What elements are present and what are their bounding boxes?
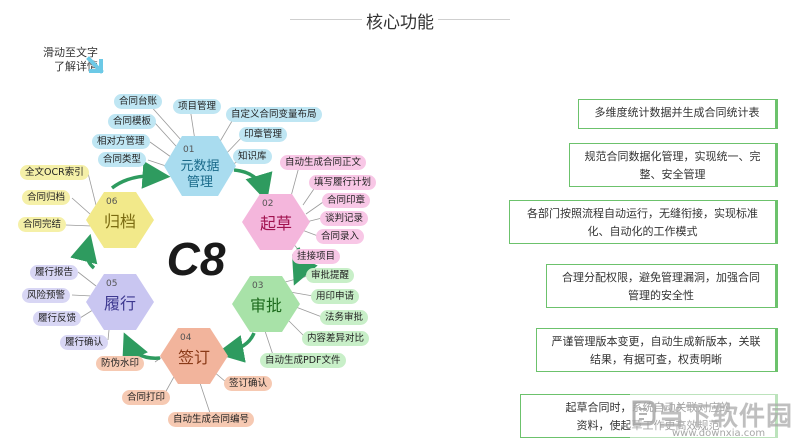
desc-box-1-line-1: 多维度统计数据并生成合同统计表 [594,106,760,119]
svg-text:02: 02 [262,199,273,209]
pill-metadata-custom-variable-layout[interactable]: 自定义合同变量布局 [226,107,322,122]
desc-box-1: 多维度统计数据并生成合同统计表 [578,99,778,129]
pill-approve-diff-compare[interactable]: 内容差异对比 [302,331,370,346]
watermark-logo-icon [632,400,656,426]
pill-sign-auto-number[interactable]: 自动生成合同编号 [168,412,255,427]
pill-archive-contract-complete[interactable]: 合同完结 [18,217,67,232]
desc-box-5: 严谨管理版本变更，自动生成新版本，关联 结果，有据可查，权责明晰 [536,328,778,372]
scroll-hint: 滑动至文字 了解详情 [8,46,98,74]
arrow-down-right-icon [86,56,104,74]
pill-perform-risk-alert[interactable]: 风险预警 [22,288,71,303]
pill-sign-print[interactable]: 合同打印 [122,390,171,405]
hex-draft[interactable]: 02 起草 [242,194,310,250]
pill-draft-link-project[interactable]: 挂接项目 [292,249,341,264]
desc-box-3: 各部门按照流程自动运行，无缝衔接，实现标准 化、自动化的工作模式 [509,200,778,244]
hex-archive[interactable]: 06 归档 [86,192,154,248]
pill-sign-anti-counterfeit[interactable]: 防伪水印 [96,356,145,371]
title-divider-left [290,19,362,20]
pill-approve-seal-request[interactable]: 用印申请 [311,289,360,304]
title-bar: 核心功能 [0,6,800,34]
pill-archive-ocr-index[interactable]: 全文OCR索引 [20,165,89,180]
svg-text:03: 03 [252,281,263,291]
svg-text:06: 06 [106,197,118,207]
pill-approve-auto-pdf[interactable]: 自动生成PDF文件 [260,353,346,368]
pill-draft-contract-seal[interactable]: 合同印章 [322,193,371,208]
arrow-approve-to-sign [215,332,256,363]
pill-metadata-contract-ledger[interactable]: 合同台账 [114,94,163,109]
pill-metadata-contract-type[interactable]: 合同类型 [98,152,147,167]
pill-metadata-counterparty-mgmt[interactable]: 相对方管理 [92,134,150,149]
hex-sign[interactable]: 04 签订 [160,328,228,384]
svg-text:管理: 管理 [187,175,213,190]
svg-text:05: 05 [106,279,117,289]
desc-box-3-line-1: 各部门按照流程自动运行，无缝衔接，实现标准 [527,207,758,220]
pill-draft-negotiation-record[interactable]: 谈判记录 [320,211,369,226]
pill-perform-confirm[interactable]: 履行确认 [60,335,109,350]
pill-metadata-knowledge-base[interactable]: 知识库 [233,149,272,164]
svg-text:审批: 审批 [250,296,282,315]
pill-archive-contract-archive[interactable]: 合同归档 [22,190,71,205]
pill-metadata-contract-template[interactable]: 合同模板 [108,114,157,129]
desc-box-4: 合理分配权限，避免管理漏洞，加强合同 管理的安全性 [546,264,778,308]
pill-draft-auto-body[interactable]: 自动生成合同正文 [280,155,367,170]
pill-draft-fill-plan[interactable]: 填写履行计划 [309,175,377,190]
pill-metadata-project-mgmt[interactable]: 项目管理 [173,99,222,114]
desc-box-2: 规范合同数据化管理，实现统一、完 整、安全管理 [569,143,778,187]
svg-text:起草: 起草 [260,214,292,233]
svg-text:01: 01 [183,145,194,155]
svg-text:归档: 归档 [104,212,136,231]
desc-box-4-line-2: 管理的安全性 [628,289,694,302]
title-divider-right [438,19,510,20]
desc-box-3-line-2: 化、自动化的工作模式 [587,225,698,238]
hex-perform[interactable]: 05 履行 [86,274,154,330]
arrow-sign-to-perform [122,332,161,364]
pill-metadata-seal-mgmt[interactable]: 印章管理 [239,127,288,142]
hint-line-1: 滑动至文字 [43,46,98,59]
desc-box-2-line-2: 整、安全管理 [639,168,706,181]
watermark-url: www.downxia.com [672,428,766,439]
pill-approve-reminder[interactable]: 审批提醒 [306,268,355,283]
desc-box-5-line-1: 严谨管理版本变更，自动生成新版本，关联 [551,335,761,348]
svg-text:04: 04 [180,333,192,343]
svg-text:签订: 签订 [178,348,210,367]
hex-approve[interactable]: 03 审批 [232,276,300,332]
watermark-text: 当下软件园 [658,402,794,432]
page-title: 核心功能 [366,13,434,33]
pill-sign-confirm[interactable]: 签订确认 [224,376,273,391]
center-label: C8 [167,233,226,285]
arrow-archive-to-metadata [110,160,171,190]
hex-metadata[interactable]: 01 元数据 管理 [164,136,236,196]
pill-draft-contract-entry[interactable]: 合同录入 [316,229,365,244]
svg-text:履行: 履行 [104,294,136,313]
pill-perform-feedback[interactable]: 履行反馈 [33,311,82,326]
desc-box-5-line-2: 结果，有据可查，权责明晰 [590,353,722,366]
pill-perform-report[interactable]: 履行报告 [30,265,79,280]
pill-approve-legal-review[interactable]: 法务审批 [320,310,369,325]
svg-text:元数据: 元数据 [180,159,219,174]
watermark-overlay [630,392,800,447]
desc-box-2-line-1: 规范合同数据化管理，实现统一、完 [584,150,761,163]
arrow-perform-to-archive [70,233,98,270]
desc-box-4-line-1: 合理分配权限，避免管理漏洞，加强合同 [562,271,760,284]
arrow-metadata-to-draft [233,168,273,203]
hint-line-2: 了解详情 [54,60,98,73]
